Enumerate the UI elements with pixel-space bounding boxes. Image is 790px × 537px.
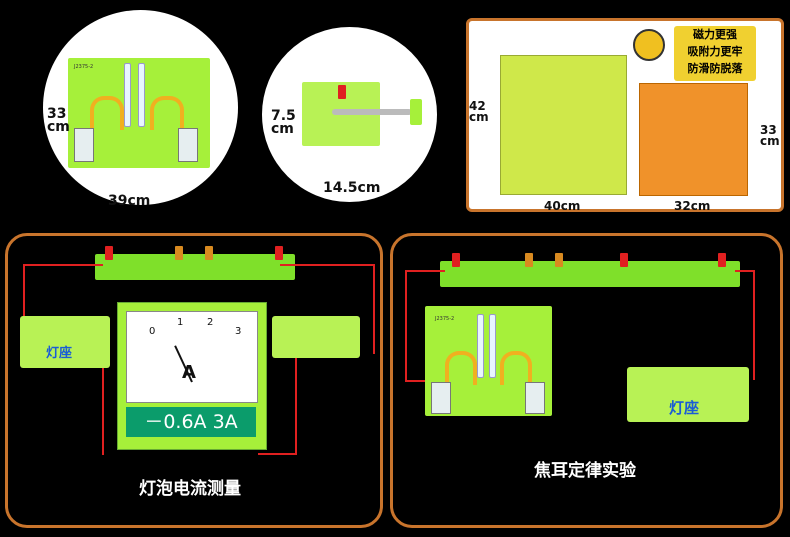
yellow-width-label: 40cm bbox=[544, 199, 581, 213]
orange-height-label: 33 cm bbox=[760, 123, 780, 148]
rwire-top-right bbox=[735, 270, 755, 272]
magnet-badge: 磁力更强 吸附力更牢 防滑防脱落 bbox=[674, 26, 756, 81]
scale-label-1: 1 bbox=[177, 317, 184, 328]
battery-rail-left bbox=[95, 254, 295, 280]
rwire-right-down bbox=[753, 270, 755, 380]
height-label-left: 33 cm bbox=[47, 106, 70, 135]
switch-holder bbox=[272, 316, 360, 358]
scale-label-2: 2 bbox=[207, 317, 214, 328]
scale-label-0: 0 bbox=[149, 326, 156, 337]
container-right bbox=[178, 128, 198, 162]
caption-current: 灯泡电流测量 bbox=[139, 479, 241, 499]
bu-tube-left bbox=[445, 351, 477, 385]
ammeter-dial: 0 1 2 3 A bbox=[126, 311, 258, 403]
badge-line-1: 磁力更强 bbox=[693, 28, 737, 41]
rrail-post-5 bbox=[718, 253, 726, 267]
lamp-label-left: 灯座 bbox=[46, 346, 73, 361]
rail-post-2 bbox=[175, 246, 183, 260]
rrail-post-1 bbox=[452, 253, 460, 267]
orange-width-label: 32cm bbox=[674, 199, 711, 213]
magnet-icon bbox=[633, 29, 665, 61]
rail-post-4 bbox=[275, 246, 283, 260]
rail-post-3 bbox=[205, 246, 213, 260]
product-circle-switch bbox=[262, 27, 437, 202]
wire-left-down bbox=[23, 264, 25, 324]
bottom-model-label: J2375-2 bbox=[435, 316, 455, 322]
meter-range-strip: －0.6A 3A bbox=[126, 407, 256, 437]
wire-right-down bbox=[373, 264, 375, 354]
rwire-top-left bbox=[405, 270, 445, 272]
wire-top-left bbox=[23, 264, 103, 266]
lamp-holder-left: 灯座 bbox=[20, 316, 110, 368]
magnet-product-panel: 磁力更强 吸附力更牢 防滑防脱落 42 cm 40cm 33 cm 32cm bbox=[466, 18, 784, 213]
rail-post-1 bbox=[105, 246, 113, 260]
wire-to-meter-right bbox=[258, 453, 297, 455]
bcontainer-left bbox=[431, 382, 451, 414]
rwire-left-down bbox=[405, 270, 407, 382]
rrail-post-3 bbox=[555, 253, 563, 267]
switch-handle bbox=[410, 99, 422, 125]
ammeter: 0 1 2 3 A －0.6A 3A bbox=[117, 302, 267, 450]
product-circle-board: J2375-2 bbox=[43, 10, 238, 205]
u-tube-left bbox=[90, 96, 124, 130]
container-left bbox=[74, 128, 94, 162]
battery-rail-right bbox=[440, 261, 740, 287]
scale-label-3: 3 bbox=[235, 326, 242, 337]
switch-lever bbox=[332, 109, 412, 115]
height-label-middle: 7.5 cm bbox=[271, 108, 296, 137]
glass-tube-left bbox=[124, 63, 131, 127]
rwire-bottom bbox=[405, 380, 435, 382]
bcontainer-right bbox=[525, 382, 545, 414]
lamp-holder-right: 灯座 bbox=[627, 367, 749, 422]
width-label-middle: 14.5cm bbox=[323, 180, 381, 196]
wire-top-right bbox=[280, 264, 375, 266]
btube-left bbox=[477, 314, 484, 378]
badge-line-3: 防滑防脱落 bbox=[687, 62, 743, 75]
rrail-post-2 bbox=[525, 253, 533, 267]
caption-joule: 焦耳定律实验 bbox=[534, 461, 636, 481]
wire-bottom-left bbox=[102, 360, 104, 455]
wire-bottom-right bbox=[295, 355, 297, 455]
rrail-post-4 bbox=[620, 253, 628, 267]
joule-board: J2375-2 bbox=[68, 58, 210, 168]
lamp-label-right: 灯座 bbox=[669, 399, 700, 417]
yellow-height-label: 42 cm bbox=[469, 99, 489, 124]
bu-tube-right bbox=[500, 351, 532, 385]
orange-board bbox=[639, 83, 748, 196]
btube-right bbox=[489, 314, 496, 378]
yellow-board bbox=[500, 55, 627, 195]
width-label-left: 39cm bbox=[108, 193, 151, 209]
board-model-label: J2375-2 bbox=[74, 64, 94, 70]
joule-board-bottom: J2375-2 bbox=[425, 306, 552, 416]
u-tube-right bbox=[150, 96, 184, 130]
badge-line-2: 吸附力更牢 bbox=[687, 45, 743, 58]
glass-tube-right bbox=[138, 63, 145, 127]
switch-post-red bbox=[338, 85, 346, 99]
